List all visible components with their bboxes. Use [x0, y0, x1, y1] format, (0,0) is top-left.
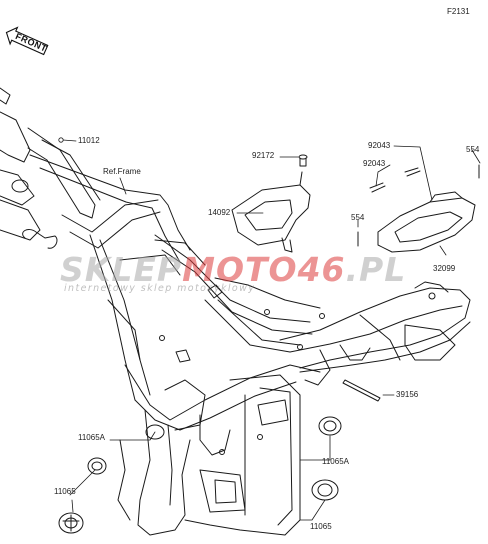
- callout-11012: 11012: [78, 136, 100, 145]
- brackets: [22, 229, 325, 455]
- leader-lines: [58, 137, 481, 521]
- callout-554-right: 554: [466, 145, 480, 154]
- callout-11065-right: 11065: [310, 522, 332, 531]
- steering-head: [0, 87, 101, 241]
- callout-11065a-right: 11065A: [322, 457, 349, 466]
- bolts-92043: [369, 167, 421, 193]
- lower-cradle: [107, 299, 321, 536]
- tray-32099: [377, 191, 476, 253]
- bolt-92172: [298, 154, 308, 167]
- cover-14092: [231, 171, 311, 253]
- rear-subframe: [279, 281, 471, 386]
- figure-code: F2131: [447, 7, 470, 16]
- callout-39156: 39156: [396, 390, 419, 399]
- clips-554: [357, 164, 480, 247]
- strip-39156: [342, 379, 381, 402]
- front-arrow-icon: [5, 26, 49, 56]
- callout-11065a-left: 11065A: [78, 433, 105, 442]
- callout-554-left: 554: [351, 213, 365, 222]
- callout-11065-left: 11065: [54, 487, 76, 496]
- frame-reference-label: Ref.Frame: [103, 167, 141, 176]
- callout-92043-lower: 92043: [363, 159, 386, 168]
- callout-32099: 32099: [433, 264, 456, 273]
- callout-92043-upper: 92043: [368, 141, 391, 150]
- front-direction-badge: FRONT: [1, 22, 52, 61]
- watermark-subtitle: internetowy sklep motocyklowy: [64, 283, 256, 294]
- main-spars: [29, 154, 321, 401]
- watermark-main: SKLEPMOTO46.PL: [60, 250, 407, 289]
- callout-14092: 14092: [208, 208, 231, 217]
- callout-92172: 92172: [252, 151, 275, 160]
